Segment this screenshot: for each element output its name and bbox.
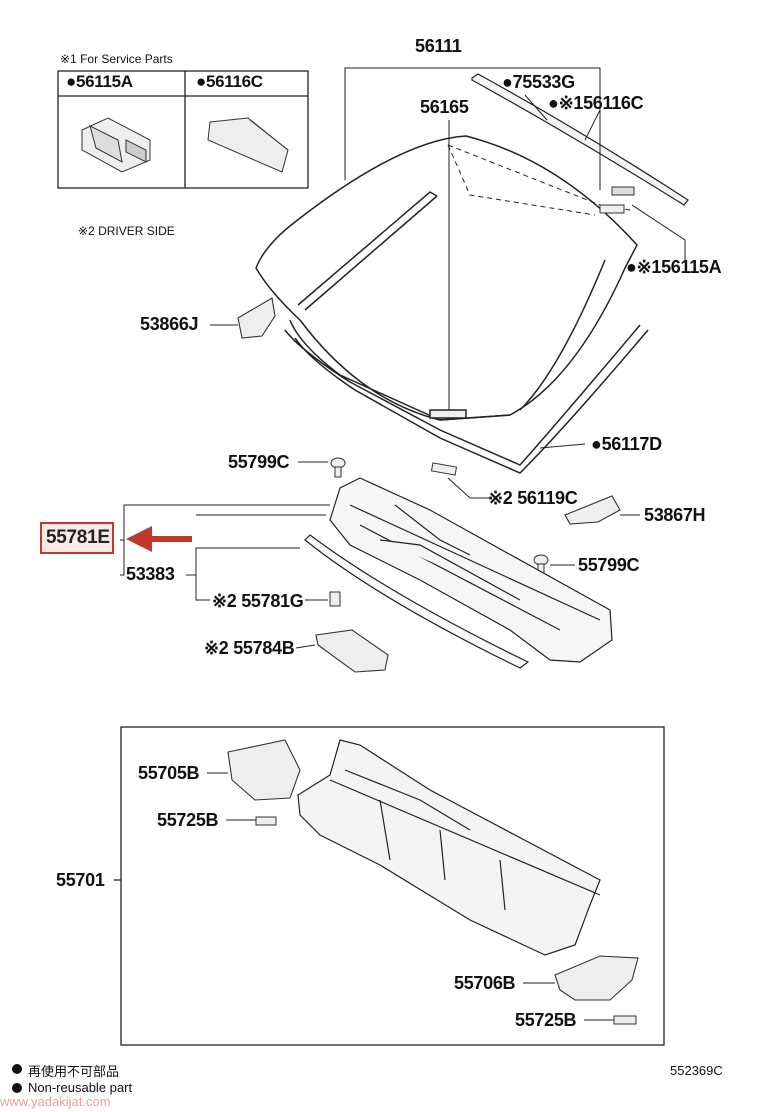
clip-56115a-icon [81, 117, 151, 173]
windshield-glass [255, 135, 649, 474]
legend-dot-icon [12, 1083, 22, 1093]
part-56115a-service[interactable]: ●56115A [66, 72, 133, 91]
part-55706b[interactable]: 55706B [454, 973, 516, 993]
legend-dot-icon [12, 1064, 22, 1074]
part-56117d[interactable]: ●56117D [591, 434, 662, 454]
part-56115a[interactable]: ●※156115A [626, 257, 722, 277]
clip-55799c-icon [330, 457, 549, 575]
part-56165[interactable]: 56165 [420, 97, 469, 117]
cowl-panel-55701 [297, 739, 601, 956]
clip-icon [611, 186, 635, 196]
part-55705b[interactable]: 55705B [138, 763, 200, 783]
bracket-53867h [564, 495, 621, 525]
leader-56119c [447, 477, 490, 499]
part-55799c-top[interactable]: 55799C [228, 452, 290, 472]
cowl-top-panel [329, 477, 613, 663]
seal-56116c-icon [207, 117, 289, 173]
driver-side-note: ※2 DRIVER SIDE [78, 224, 175, 238]
bracket-53866j [237, 297, 276, 339]
service-box-title: ※1 For Service Parts [60, 52, 173, 66]
part-55784b[interactable]: ※2 55784B [204, 638, 295, 658]
part-56116c[interactable]: ●※156116C [548, 93, 644, 113]
leader-lines-mid [120, 504, 330, 649]
highlight-arrow [126, 526, 192, 552]
legend-line-en: Non-reusable part [28, 1080, 133, 1095]
legend-line-jp: 再使用不可部品 [28, 1064, 120, 1079]
bracket-55706b [554, 955, 639, 1001]
clip-55781g-icon [329, 591, 341, 607]
part-55799c-right[interactable]: 55799C [578, 555, 640, 575]
lower-frame [114, 726, 665, 1046]
part-75533g[interactable]: ●75533G [502, 72, 575, 92]
part-55701[interactable]: 55701 [56, 870, 105, 890]
leader-lines-top [210, 67, 686, 449]
part-53866j[interactable]: 53866J [140, 314, 199, 334]
cowl-seal-53383 [304, 534, 530, 669]
highlight-box [40, 522, 114, 554]
part-55781g[interactable]: ※2 55781G [212, 591, 304, 611]
service-parts-box [57, 70, 309, 189]
seal-icon [599, 204, 625, 214]
part-55725b-bottom[interactable]: 55725B [515, 1010, 577, 1030]
part-56116c-service[interactable]: ●56116C [196, 72, 263, 91]
watermark-url: www.yadakijat.com [0, 1094, 111, 1109]
part-55725b-top[interactable]: 55725B [157, 810, 219, 830]
bracket-55784b [315, 629, 389, 673]
bracket-55705b [227, 739, 301, 801]
seal-56119c [430, 462, 458, 476]
part-56111[interactable]: 56111 [415, 36, 462, 56]
leader-lines-bottom [207, 772, 614, 1021]
part-53383[interactable]: 53383 [126, 564, 175, 584]
part-55781e[interactable]: 55781E [46, 527, 110, 548]
diagram-code: 552369C [670, 1063, 723, 1078]
part-53867h[interactable]: 53867H [644, 505, 706, 525]
part-56119c[interactable]: ※2 56119C [488, 488, 578, 508]
